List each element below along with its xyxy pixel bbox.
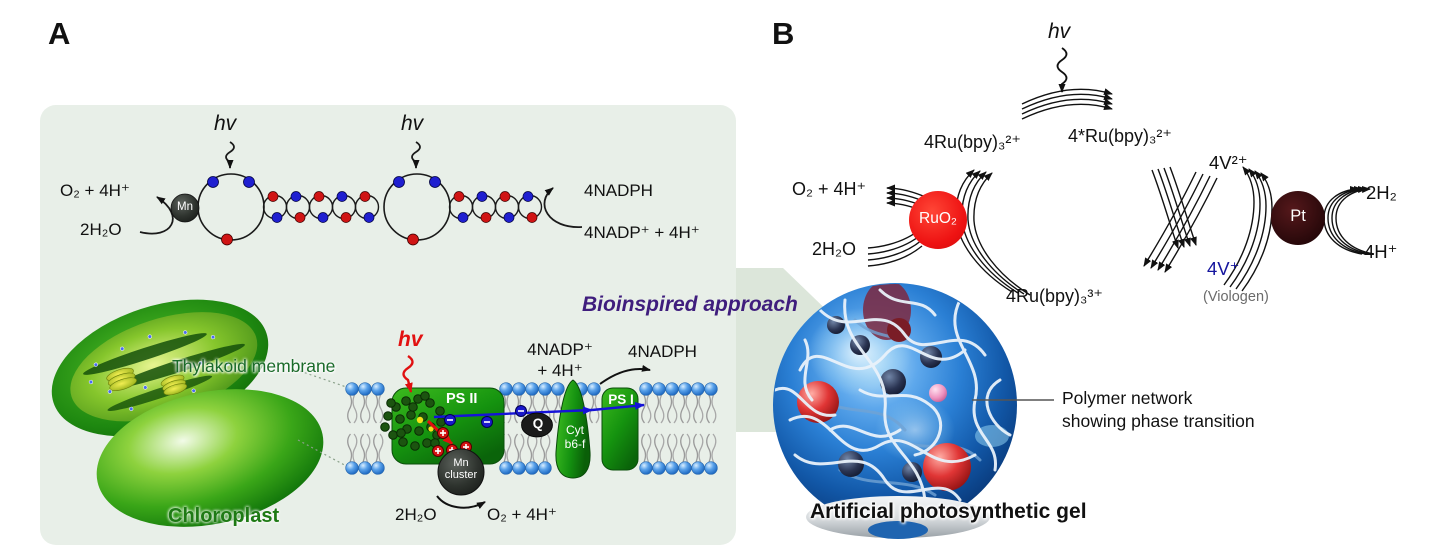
gel-dish xyxy=(806,496,990,538)
pink-sphere xyxy=(929,384,947,402)
cytb6f-label-line2: b6-f xyxy=(564,437,586,451)
chloroplast-illustration xyxy=(51,299,353,527)
ru-bpy-excited-label: 4*Ru(bpy)₃²⁺ xyxy=(1068,126,1172,146)
hv-label: hv xyxy=(214,112,237,135)
hydrogen-product-label: 2H₂ xyxy=(1366,182,1397,203)
light-squiggle-icon xyxy=(225,141,235,169)
ps2-label: PS II xyxy=(446,391,478,407)
ps1-label: PS I xyxy=(608,392,634,407)
mn-cluster-label-line1: Mn xyxy=(453,457,469,469)
hv-label: hv xyxy=(401,112,424,135)
mn-catalyst-label: Mn xyxy=(177,201,193,213)
electron-transfer-arrow xyxy=(433,406,593,419)
hv-label: hv xyxy=(1048,20,1071,43)
viologen-reduced-label: 4V⁺ xyxy=(1207,258,1240,279)
nadp-substrate-label: 4NADP⁺ + 4H⁺ xyxy=(584,223,700,242)
electron-transfer-arrow xyxy=(591,401,645,412)
thylakoid-membrane-diagram xyxy=(345,355,718,509)
ru-bpy-2plus-label: 4Ru(bpy)₃²⁺ xyxy=(924,132,1021,152)
quench-bundle-left xyxy=(1143,171,1217,272)
mn-cluster-circle xyxy=(437,448,485,496)
oxygen-product-label: O₂ + 4H⁺ xyxy=(60,181,130,200)
nadp-label-line1: 4NADP⁺ xyxy=(527,340,593,359)
mn-cluster-label-line2: cluster xyxy=(444,469,478,481)
pt-catalyst-circle xyxy=(1271,191,1325,245)
chlorophyll-cluster xyxy=(380,391,446,451)
zoom-connector-lines xyxy=(297,370,353,469)
bioinspired-block-arrow xyxy=(700,268,868,432)
polymer-network-label-line2: showing phase transition xyxy=(1062,411,1255,431)
viologen-pt-bundle xyxy=(1223,166,1272,291)
light-squiggle-icon xyxy=(1056,47,1068,93)
water-oxidation-arrow-icon xyxy=(139,196,174,235)
quinone-label: Q xyxy=(532,416,544,431)
panel-a-label: A xyxy=(48,16,71,51)
ru-bpy-3plus-label: 4Ru(bpy)₃³⁺ xyxy=(1006,286,1103,306)
water-substrate-label: 2H₂O xyxy=(812,239,856,259)
viologen-oxidized-label: 4V²⁺ xyxy=(1209,152,1248,173)
mn-catalyst-circle xyxy=(170,193,200,223)
water-substrate-label: 2H₂O xyxy=(80,220,122,239)
red-light-squiggle-icon xyxy=(402,355,414,393)
nadph-arrow xyxy=(599,364,651,385)
pt-catalyst-label: Pt xyxy=(1290,207,1306,225)
nadph-output-arrow-icon xyxy=(543,187,583,228)
electron-dots xyxy=(444,405,527,428)
light-squiggle-icon xyxy=(411,141,421,169)
oxygen-label: O₂ + 4H⁺ xyxy=(487,505,557,524)
gel-bottom-bulge xyxy=(868,521,928,539)
plastoquinone-q xyxy=(521,412,553,438)
bioinspired-approach-label: Bioinspired approach xyxy=(582,293,798,316)
ruo2-to-ru-bundle xyxy=(955,169,1030,295)
excitation-arc xyxy=(1022,88,1113,119)
nadph-label: 4NADPH xyxy=(628,342,697,361)
cytb6f-label-line1: Cyt xyxy=(566,423,584,437)
z-scheme-cofactor-dots xyxy=(170,176,538,246)
artificial-gel-label: Artificial photosynthetic gel xyxy=(810,500,1087,523)
water-label: 2H₂O xyxy=(395,505,437,524)
polymer-network-label-line1: Polymer network xyxy=(1062,388,1193,408)
ruo2-catalyst-circle xyxy=(909,191,967,249)
panel-b-label: B xyxy=(772,16,795,51)
cytb6f-protein xyxy=(555,379,591,479)
panel-b-scheme xyxy=(867,47,1374,295)
gel-sphere-illustration xyxy=(773,283,1054,539)
quench-bundle-right xyxy=(1151,167,1196,249)
hv-red-label: hv xyxy=(398,328,423,351)
ruo2-catalyst-label: RuO₂ xyxy=(919,210,957,227)
thylakoid-membrane-label: Thylakoid membrane xyxy=(172,356,336,376)
viologen-caption: (Viologen) xyxy=(1203,289,1269,305)
nadp-label-line2: + 4H⁺ xyxy=(537,361,583,380)
red-sphere xyxy=(923,443,971,491)
chloroplast-label: Chloroplast xyxy=(168,505,280,527)
water-splitting-arrow xyxy=(436,495,486,509)
oxygen-product-label: O₂ + 4H⁺ xyxy=(792,179,867,199)
proton-substrate-label: 4H⁺ xyxy=(1364,241,1398,262)
reaction-center-dot xyxy=(416,416,424,424)
nadph-product-label: 4NADPH xyxy=(584,181,653,200)
